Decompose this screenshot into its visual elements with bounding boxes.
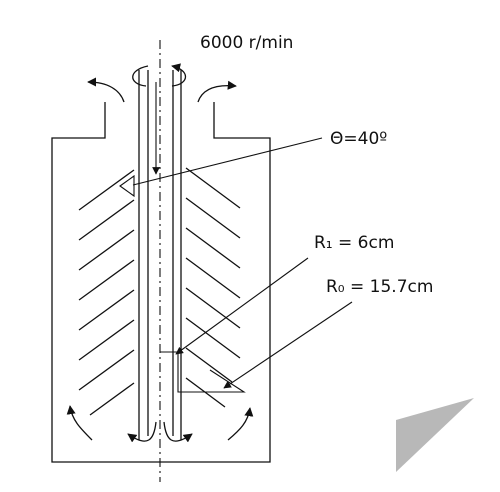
flow-arrow-bottom-left [66, 405, 93, 441]
r1-leader [175, 257, 309, 355]
plate-left [78, 259, 135, 301]
plate-right [185, 347, 233, 383]
plate-left [78, 349, 135, 391]
container-outline [51, 102, 271, 463]
plate-right [185, 167, 241, 209]
plate-right [185, 257, 241, 299]
plate-right [185, 197, 241, 239]
right-plates [185, 167, 241, 408]
r0-label: R₀ = 15.7cm [326, 277, 433, 297]
speed-label: 6000 r/min [200, 33, 293, 53]
flow-arrow-bottom-right [227, 407, 254, 441]
r1-label: R₁ = 6cm [314, 233, 394, 253]
r0-leader [223, 301, 353, 389]
plate-left [89, 382, 135, 416]
angle-marker [119, 174, 135, 198]
plate-right [185, 317, 241, 359]
angle-leader [132, 137, 323, 186]
plate-left [78, 169, 135, 211]
angle-label: Θ=40º [330, 129, 387, 149]
plate-right [185, 227, 241, 269]
left-plates [78, 169, 135, 416]
flow-arrow-center-right [163, 421, 193, 443]
plate-right [185, 287, 241, 329]
corner-triangle-decoration [396, 398, 474, 472]
r0-dimension [177, 352, 246, 393]
outlet-arrow-right [197, 80, 237, 103]
flow-arrow-center-left [127, 421, 157, 443]
plate-left [78, 289, 135, 331]
outlet-arrow-left [87, 77, 125, 103]
rotation-arrow [132, 66, 187, 87]
plate-left [78, 199, 135, 241]
plate-left [78, 229, 135, 271]
plate-left [78, 319, 135, 361]
